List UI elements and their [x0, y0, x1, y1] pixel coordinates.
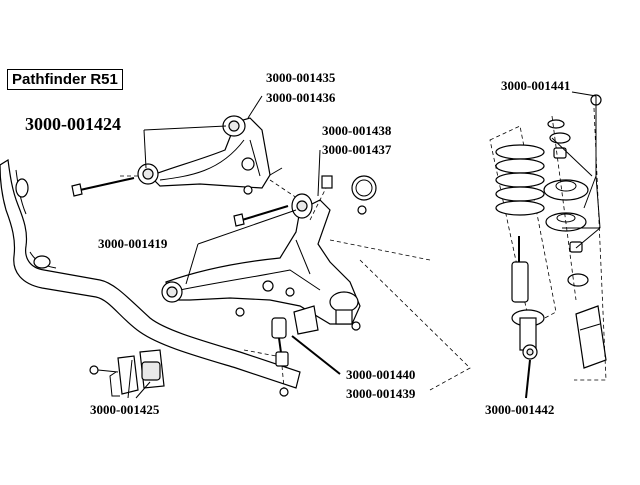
stabilizer-link	[243, 317, 289, 397]
lower-control-arm	[161, 179, 361, 335]
stabilizer-bar	[0, 158, 301, 389]
part-label-lower-arm-a: 3000-001438	[322, 123, 392, 138]
part-label-stab-bushing: 3000-001425	[90, 402, 160, 417]
part-label-upper-arm-bushing: 3000-001424	[25, 114, 121, 134]
part-label-stab-link-a: 3000-001440	[346, 367, 416, 382]
leader-lines	[135, 91, 601, 399]
coil-spring-strut	[489, 125, 557, 360]
part-label-lower-arm-bushing: 3000-001419	[98, 236, 168, 251]
part-label-shock-bushing: 3000-001442	[485, 402, 555, 417]
part-label-upper-arm-a: 3000-001435	[266, 70, 336, 85]
part-label-lower-arm-b: 3000-001437	[322, 142, 392, 157]
lower-arm-bolt	[233, 205, 289, 317]
strut-mount-stack	[543, 94, 607, 381]
part-label-strut-mount: 3000-001441	[501, 78, 571, 93]
upper-arm-bolt	[71, 177, 135, 197]
upper-control-arm	[120, 115, 301, 201]
part-label-stab-link-b: 3000-001439	[346, 386, 416, 401]
lower-arm-hardware	[321, 175, 471, 391]
vehicle-title: Pathfinder R51	[7, 69, 123, 90]
part-label-upper-arm-b: 3000-001436	[266, 90, 336, 105]
stabilizer-bushings	[89, 349, 165, 399]
